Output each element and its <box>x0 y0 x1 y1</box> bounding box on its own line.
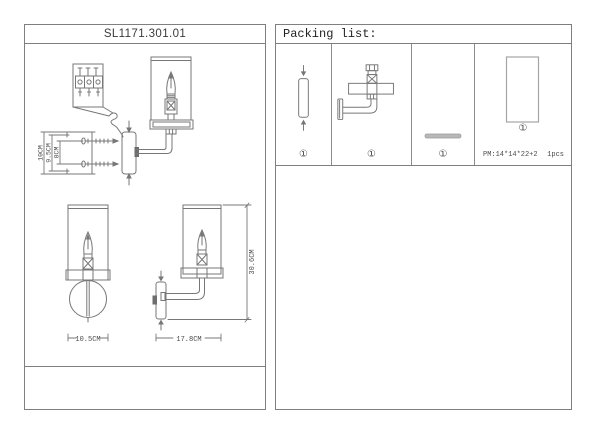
packing-list-header: Packing list: <box>276 25 571 44</box>
technical-drawing-area: 10CM 9.5CM 8CM 10.5CM 17.8CM 30.6CM <box>25 44 265 366</box>
packing-item-glass-shade: ① PM:14*14*22+2 1pcs <box>475 44 571 165</box>
packing-empty-area <box>276 166 571 409</box>
mounting-bracket <box>66 131 96 175</box>
lamp-arm-icon <box>337 64 394 120</box>
packing-item-wall-plate: ① <box>276 44 332 165</box>
dim-hole-spacing: 8CM <box>54 147 61 159</box>
mounting-dimensions <box>40 131 84 175</box>
mounting-bar-icon <box>424 133 462 139</box>
overall-dimensions <box>67 202 252 342</box>
package-note-row: PM:14*14*22+2 1pcs <box>475 151 571 165</box>
wall-plate-icon <box>298 65 309 131</box>
item-quantity: ① <box>367 149 376 160</box>
product-drawing-panel: SL1171.301.01 <box>24 24 266 410</box>
item-quantity: ① <box>299 149 308 160</box>
lamp-technical-drawing: 10CM 9.5CM 8CM 10.5CM 17.8CM 30.6CM <box>38 56 257 344</box>
side-view <box>152 204 224 331</box>
mounting-screws <box>81 137 120 168</box>
dim-depth: 17.8CM <box>176 336 201 344</box>
product-code: SL1171.301.01 <box>25 25 265 44</box>
packing-item-mounting-bar: ① <box>412 44 475 165</box>
packing-item-arm-assembly: ① <box>332 44 412 165</box>
dim-plate-opening: 9.5CM <box>46 143 53 163</box>
exploded-lamp-view <box>149 56 194 135</box>
title-block-empty-row <box>25 366 265 409</box>
dim-width: 10.5CM <box>75 336 100 344</box>
dim-height: 30.6CM <box>249 249 257 274</box>
lamp-arm <box>135 133 173 154</box>
dim-plate-height: 10CM <box>38 145 45 161</box>
front-view <box>65 204 111 323</box>
glass-shade-icon <box>505 56 539 123</box>
packing-list-panel: Packing list: ① <box>275 24 572 410</box>
terminal-block-detail <box>72 63 124 138</box>
package-count-note: 1pcs <box>547 151 564 159</box>
item-quantity: ① <box>438 149 448 160</box>
package-size-note: PM:14*14*22+2 <box>483 151 538 159</box>
packing-items-row: ① <box>276 44 571 166</box>
item-quantity: ① <box>518 123 528 134</box>
